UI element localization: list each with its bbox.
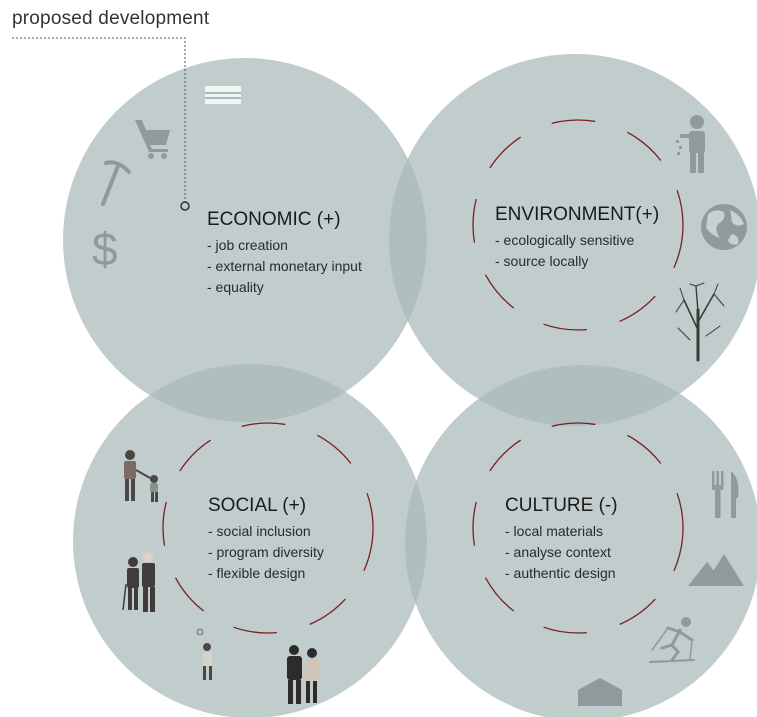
callout-label: proposed development (12, 8, 210, 29)
social-list: - social inclusion - program diversity -… (208, 521, 324, 584)
culture-list: - local materials - analyse context - au… (505, 521, 618, 584)
tree-image (675, 282, 725, 362)
list-item: - external monetary input (207, 258, 362, 274)
pickaxe-icon (101, 160, 131, 206)
fork-knife-icon (712, 471, 739, 518)
ring-social (162, 422, 374, 634)
parent-child-image (124, 450, 158, 502)
money-icon (205, 86, 241, 104)
mountains-icon (688, 554, 744, 586)
list-item: - ecologically sensitive (495, 232, 635, 248)
ring-culture (472, 422, 684, 634)
callout-marker (180, 201, 190, 211)
child-ball-image (196, 628, 212, 680)
list-item: - analyse context (505, 544, 611, 560)
culture-title: CULTURE (-) (505, 495, 618, 516)
list-item: - authentic design (505, 565, 616, 581)
environment-title: ENVIRONMENT(+) (495, 204, 660, 225)
economic-title: ECONOMIC (+) (207, 209, 341, 230)
social-block: SOCIAL (+) - social inclusion - program … (208, 495, 324, 584)
economic-list: - job creation - external monetary input… (207, 235, 362, 298)
list-item: - flexible design (208, 565, 306, 581)
house-icon (578, 678, 622, 706)
couple-walking-image (287, 645, 319, 704)
culture-block: CULTURE (-) - local materials - analyse … (505, 495, 618, 584)
economic-block: ECONOMIC (+) - job creation - external m… (207, 209, 362, 298)
circle-environment (389, 54, 757, 426)
callout-leader-line (12, 37, 186, 203)
list-item: - local materials (505, 523, 604, 539)
globe-icon (701, 204, 747, 250)
shopping-cart-icon (135, 120, 170, 159)
list-item: - equality (207, 279, 264, 295)
dollar-icon: $ (92, 223, 118, 275)
skier-icon (649, 617, 695, 663)
social-title: SOCIAL (+) (208, 495, 307, 516)
svg-text:$: $ (92, 223, 118, 275)
circle-social (73, 364, 427, 717)
environment-block: ENVIRONMENT(+) - ecologically sensitive … (495, 204, 659, 272)
ring-environment (472, 119, 684, 331)
list-item: - social inclusion (208, 523, 311, 539)
list-item: - job creation (207, 237, 288, 253)
elderly-couple-image (122, 552, 155, 612)
environment-list: - ecologically sensitive - source locall… (495, 230, 659, 272)
litter-person-icon (676, 115, 705, 173)
list-item: - program diversity (208, 544, 324, 560)
list-item: - source locally (495, 253, 589, 269)
